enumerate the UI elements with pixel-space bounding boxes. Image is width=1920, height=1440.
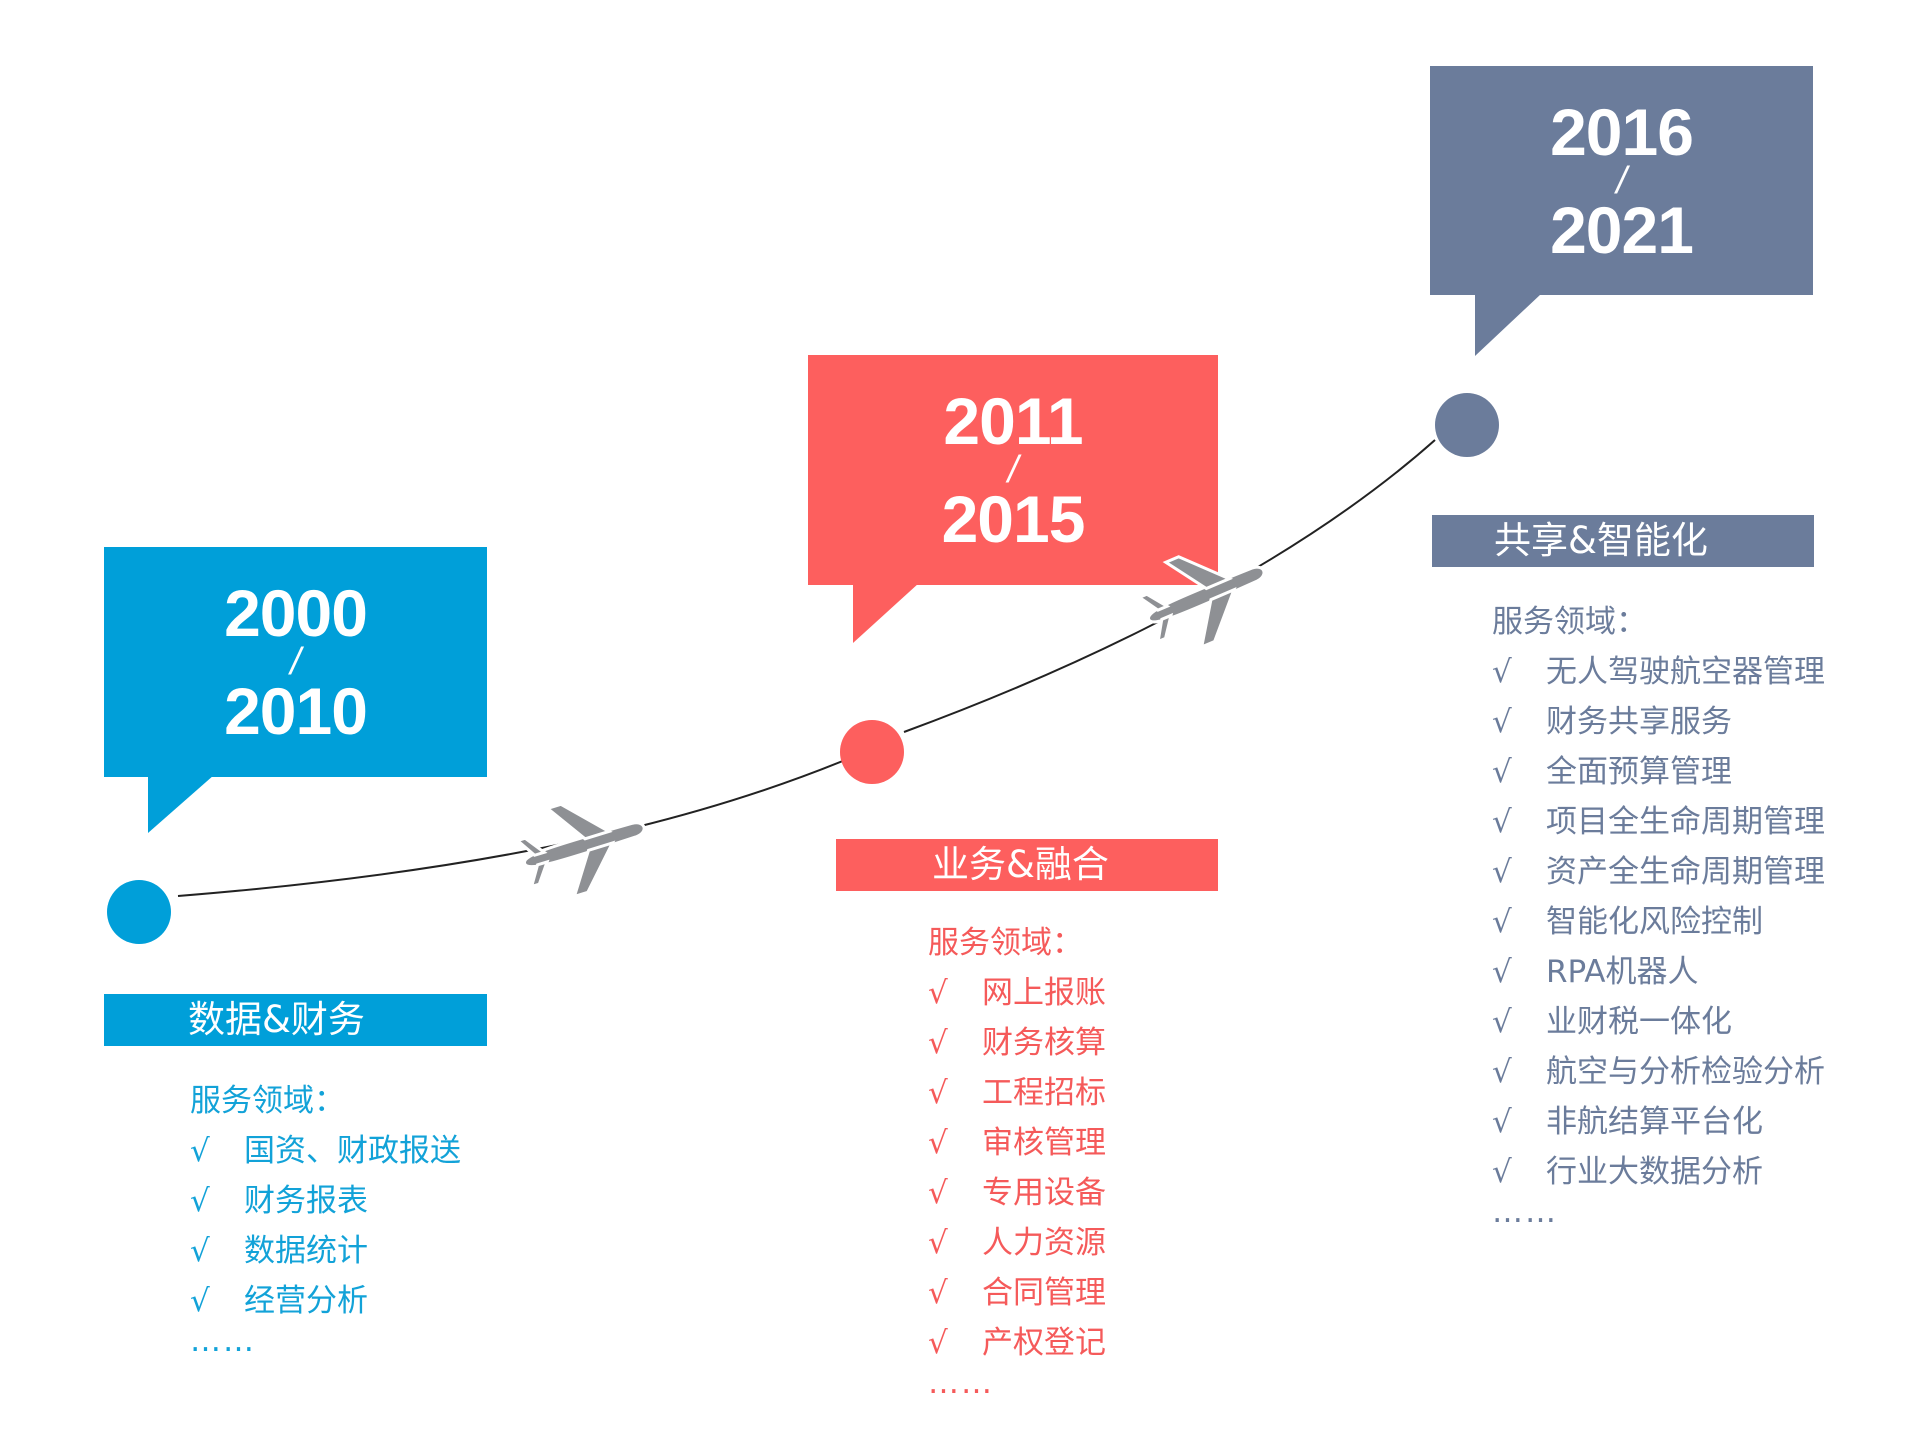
theme-band-1: 数据&财务 (104, 994, 487, 1046)
service-heading: 服务领域： (1492, 604, 1647, 640)
service-list-3: 服务领域： √无人驾驶航空器管理 √财务共享服务 √全面预算管理 √项目全生命周… (1492, 597, 1825, 1237)
list-item: √工程招标 (928, 1068, 1106, 1118)
check-icon: √ (928, 1225, 948, 1261)
list-item: √合同管理 (928, 1268, 1106, 1318)
check-icon: √ (1492, 1004, 1512, 1040)
period-start-year: 2011 (943, 384, 1083, 458)
check-icon: √ (928, 1275, 948, 1311)
check-icon: √ (928, 1025, 948, 1061)
check-icon: √ (928, 1125, 948, 1161)
period-start-year: 2016 (1550, 94, 1694, 169)
check-icon: √ (190, 1133, 210, 1169)
airplane-icon (1136, 555, 1266, 646)
list-item: √产权登记 (928, 1318, 1106, 1368)
bubble-tail (853, 583, 919, 643)
check-icon: √ (1492, 1154, 1512, 1190)
check-icon: √ (1492, 1054, 1512, 1090)
bubble-tail (1475, 294, 1541, 356)
list-item: √网上报账 (928, 968, 1106, 1018)
list-item: √资产全生命周期管理 (1492, 847, 1825, 897)
list-item: √航空与分析检验分析 (1492, 1047, 1825, 1097)
list-ellipsis: …… (1492, 1194, 1558, 1230)
service-heading: 服务领域： (190, 1083, 345, 1119)
check-icon: √ (928, 975, 948, 1011)
period-separator: / (1616, 159, 1627, 202)
check-icon: √ (190, 1183, 210, 1219)
list-item: √全面预算管理 (1492, 747, 1825, 797)
list-item: √RPA机器人 (1492, 947, 1825, 997)
airplane-icon (514, 802, 646, 896)
list-item: √财务报表 (190, 1176, 461, 1226)
list-item: √人力资源 (928, 1218, 1106, 1268)
list-item: √财务核算 (928, 1018, 1106, 1068)
list-item: √专用设备 (928, 1168, 1106, 1218)
period-separator: / (1007, 449, 1019, 491)
check-icon: √ (190, 1283, 210, 1319)
list-item: √行业大数据分析 (1492, 1147, 1825, 1197)
service-heading: 服务领域： (928, 925, 1083, 961)
bubble-tail (148, 775, 214, 833)
check-icon: √ (1492, 854, 1512, 890)
check-icon: √ (1492, 804, 1512, 840)
list-item: √经营分析 (190, 1276, 461, 1326)
check-icon: √ (1492, 1104, 1512, 1140)
check-icon: √ (190, 1233, 210, 1269)
list-item: √数据统计 (190, 1226, 461, 1276)
list-item: √非航结算平台化 (1492, 1097, 1825, 1147)
list-item: √无人驾驶航空器管理 (1492, 647, 1825, 697)
check-icon: √ (928, 1175, 948, 1211)
check-icon: √ (1492, 704, 1512, 740)
list-ellipsis: …… (190, 1323, 256, 1359)
service-list-1: 服务领域： √国资、财政报送 √财务报表 √数据统计 √经营分析 …… (190, 1076, 461, 1366)
theme-band-3: 共享&智能化 (1432, 515, 1814, 567)
check-icon: √ (1492, 954, 1512, 990)
service-list-2: 服务领域： √网上报账 √财务核算 √工程招标 √审核管理 √专用设备 √人力资… (928, 918, 1106, 1408)
period-end-year: 2015 (941, 482, 1086, 556)
list-ellipsis: …… (928, 1365, 994, 1401)
milestone-dot-icon-1 (107, 880, 171, 944)
list-item: √项目全生命周期管理 (1492, 797, 1825, 847)
list-item: √审核管理 (928, 1118, 1106, 1168)
period-end-year: 2021 (1550, 192, 1694, 267)
list-item: √业财税一体化 (1492, 997, 1825, 1047)
list-item: √智能化风险控制 (1492, 897, 1825, 947)
period-end-year: 2010 (224, 674, 368, 748)
list-item: √国资、财政报送 (190, 1126, 461, 1176)
milestone-dot-icon-3 (1435, 393, 1499, 457)
check-icon: √ (1492, 904, 1512, 940)
list-item: √财务共享服务 (1492, 697, 1825, 747)
period-separator: / (290, 641, 301, 683)
milestone-dot-icon-2 (840, 720, 904, 784)
check-icon: √ (928, 1325, 948, 1361)
check-icon: √ (928, 1075, 948, 1111)
period-start-year: 2000 (224, 576, 368, 650)
check-icon: √ (1492, 654, 1512, 690)
theme-band-2: 业务&融合 (836, 839, 1218, 891)
check-icon: √ (1492, 754, 1512, 790)
